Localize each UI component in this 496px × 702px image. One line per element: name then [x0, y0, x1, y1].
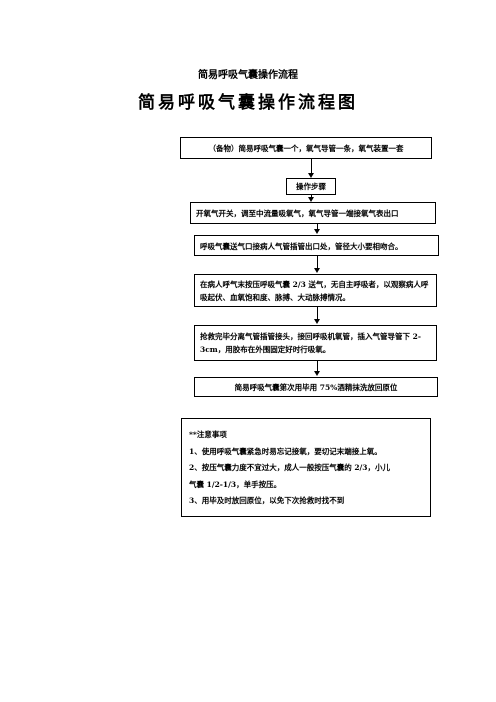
step-1-box: 开氧气开关，调至中流量吸氧气，氧气导管一端接氧气表出口	[190, 202, 436, 224]
connector-arrow	[308, 197, 314, 202]
small-title: 简易呼吸气囊操作流程	[198, 70, 298, 81]
page-title: 简易呼吸气囊操作流程图	[138, 93, 358, 113]
connector-line	[317, 361, 318, 374]
step-2-box: 呼吸气囊送气口接病人气管插管出口处，管径大小要相吻合。	[194, 235, 439, 256]
steps-header-text: 操作步骤	[296, 182, 326, 191]
connector-arrow	[314, 268, 320, 273]
connector-line	[317, 224, 318, 232]
notes-title: **注意事项	[189, 430, 227, 439]
notes-item-1: 1、使用呼吸气囊紧急时易忘记接氧，要切记末端接上氧。	[189, 446, 382, 456]
notes-box: **注意事项 1、使用呼吸气囊紧急时易忘记接氧，要切记末端接上氧。 2、按压气囊…	[181, 418, 431, 517]
connector-arrow	[314, 371, 320, 376]
step-5-box: 简易呼吸气囊第次用毕用 75%酒精抹洗放回原位	[194, 377, 438, 397]
steps-header-box: 操作步骤	[286, 178, 336, 195]
connector-line	[311, 159, 312, 176]
step-4-text: 抢救完毕分离气管插管接头，接回呼吸机氧管，插入气管导管下 2-3cm，用胶布在外…	[200, 332, 421, 354]
connector-line	[317, 307, 318, 322]
step-3-box: 在病人呼气末按压呼吸气囊 2/3 送气，无自主呼吸者，以观察病人呼吸起伏、血氧饱…	[194, 274, 437, 307]
notes-item-2-cont: 气囊 1/2-1/3，单手按压。	[189, 479, 282, 489]
connector-arrow	[314, 229, 320, 234]
connector-line	[317, 256, 318, 271]
step-1-text: 开氧气开关，调至中流量吸氧气，氧气导管一端接氧气表出口	[196, 209, 399, 218]
supplies-box: （备物）简易呼吸气囊一个，氧气导管一条，氧气装置一套	[180, 137, 432, 159]
step-2-text: 呼吸气囊送气口接病人气管插管出口处，管径大小要相吻合。	[200, 242, 403, 251]
step-4-box: 抢救完毕分离气管插管接头，接回呼吸机氧管，插入气管导管下 2-3cm，用胶布在外…	[194, 325, 437, 361]
connector-arrow	[308, 173, 314, 178]
step-5-text: 简易呼吸气囊第次用毕用 75%酒精抹洗放回原位	[234, 382, 398, 392]
notes-item-2: 2、按压气囊力度不宜过大，成人一般按压气囊的 2/3，小儿	[189, 463, 391, 472]
connector-arrow	[314, 319, 320, 324]
notes-item-3: 3、用毕及时放回原位，以免下次抢救时找不到	[189, 496, 345, 505]
step-3-text: 在病人呼气末按压呼吸气囊 2/3 送气，无自主呼吸者，以观察病人呼吸起伏、血氧饱…	[200, 280, 429, 302]
supplies-text: （备物）简易呼吸气囊一个，氧气导管一条，氧气装置一套	[208, 143, 404, 153]
